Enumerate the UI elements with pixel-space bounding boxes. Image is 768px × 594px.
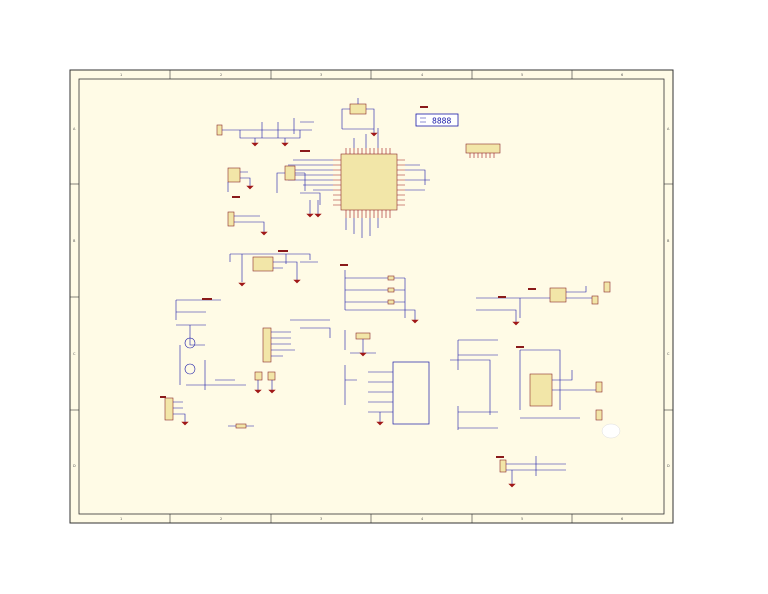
col-marker: 3	[320, 73, 322, 77]
right-ic-upper	[476, 281, 611, 326]
column-markers-top: 1 2 3 4 5 6	[120, 73, 623, 77]
regulator-top	[341, 98, 378, 137]
row-marker: B	[73, 239, 76, 243]
row-marker: D	[667, 464, 670, 468]
connector-bottom-right	[499, 456, 566, 488]
zone-ticks	[70, 70, 673, 523]
col-marker: 6	[621, 73, 623, 77]
seven-segment-display: 8888	[415, 113, 459, 127]
row-marker: A	[73, 127, 76, 131]
row-marker: C	[667, 352, 670, 356]
col-marker: 4	[421, 517, 424, 521]
sheet-paper	[69, 69, 674, 524]
col-marker: 4	[421, 73, 424, 77]
header-connector-top	[465, 143, 501, 158]
regulator-mid	[229, 253, 318, 287]
sheet-inner-border	[78, 78, 665, 515]
revision-cloud	[601, 423, 621, 439]
connector-left-1	[227, 211, 268, 236]
filter-network	[216, 118, 314, 147]
row-markers-left: A B C D	[73, 127, 76, 468]
crystal-circuit	[276, 165, 322, 218]
mcu-chip	[285, 128, 430, 238]
col-marker: 2	[220, 73, 222, 77]
component-markers	[160, 106, 536, 458]
col-marker: 5	[521, 73, 523, 77]
col-marker: 5	[521, 517, 523, 521]
power-section	[164, 299, 246, 426]
row-marker: B	[667, 239, 670, 243]
col-marker: 3	[320, 517, 322, 521]
col-marker: 1	[120, 517, 122, 521]
segment-digits: 8888	[432, 117, 451, 126]
row-marker: A	[667, 127, 670, 131]
row-marker: C	[73, 352, 76, 356]
switch-array	[344, 270, 419, 324]
column-markers-bottom: 1 2 3 4 5 6	[120, 517, 623, 521]
connector-vertical	[254, 319, 331, 394]
right-ic-lower	[450, 339, 603, 430]
sensor-ic	[227, 167, 254, 192]
rf-module	[344, 361, 430, 426]
col-marker: 1	[120, 73, 122, 77]
row-markers-right: A B C D	[667, 127, 670, 468]
col-marker: 2	[220, 517, 222, 521]
col-marker: 6	[621, 517, 623, 521]
resistor-bottom	[228, 423, 254, 429]
transistor-mid	[344, 330, 376, 357]
row-marker: D	[73, 464, 76, 468]
